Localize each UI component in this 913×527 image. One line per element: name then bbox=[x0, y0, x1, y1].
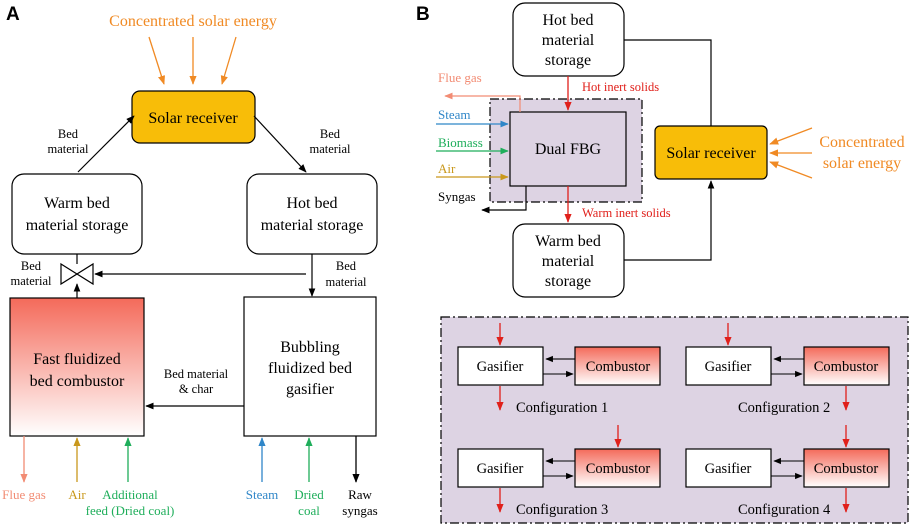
hot-storage-b-l1: Hot bed bbox=[542, 12, 593, 29]
syngas-b-label: Syngas bbox=[438, 189, 476, 204]
warm-storage-a-l2: material storage bbox=[26, 217, 129, 234]
arrow-syngas-b bbox=[481, 186, 527, 214]
configuration-1: Gasifier Combustor Configuration 1 bbox=[457, 323, 661, 416]
configuration-3: Gasifier Combustor Configuration 3 bbox=[457, 425, 661, 518]
arrow-receiver-to-hot bbox=[253, 115, 307, 173]
air-b-label: Air bbox=[438, 161, 456, 176]
gasifier-a: Bubbling fluidized bed gasifier bbox=[243, 296, 377, 437]
dried-coal-l2: coal bbox=[298, 503, 320, 518]
combustor-a: Fast fluidized bed combustor bbox=[9, 297, 145, 437]
config3-combustor-label: Combustor bbox=[586, 461, 651, 477]
config2-gasifier-label: Gasifier bbox=[705, 359, 752, 375]
raw-syngas-l1: Raw bbox=[348, 487, 372, 502]
config4-label: Configuration 4 bbox=[738, 502, 831, 518]
dual-fbg-label: Dual FBG bbox=[535, 141, 602, 158]
config4-gasifier-box bbox=[685, 448, 772, 488]
config3-label: Configuration 3 bbox=[516, 502, 608, 518]
biomass-label: Biomass bbox=[438, 135, 483, 150]
dual-fbg-box: Dual FBG bbox=[509, 111, 627, 187]
hot-inert-label: Hot inert solids bbox=[582, 80, 659, 94]
config3-gasifier-box bbox=[457, 448, 544, 488]
gasifier-a-l1: Bubbling bbox=[280, 339, 340, 356]
steam-b-label: Steam bbox=[438, 107, 471, 122]
solar-receiver-b-label: Solar receiver bbox=[666, 145, 756, 162]
configuration-4: Gasifier Combustor Configuration 4 bbox=[685, 425, 890, 518]
valve-icon bbox=[60, 262, 94, 286]
config4-combustor-box bbox=[803, 448, 890, 488]
solar-receiver-a-label: Solar receiver bbox=[148, 110, 238, 127]
solar-rays-b bbox=[769, 127, 813, 179]
solar-receiver-a: Solar receiver bbox=[131, 90, 256, 144]
config2-gasifier-box bbox=[685, 346, 772, 386]
config2-combustor-box bbox=[803, 346, 890, 386]
concentrated-solar-label-a: Concentrated solar energy bbox=[109, 13, 277, 30]
solar-receiver-b: Solar receiver bbox=[654, 125, 768, 180]
warm-storage-b: Warm bed material storage bbox=[512, 223, 625, 298]
steam-a-label: Steam bbox=[246, 487, 279, 502]
arrow-warm-to-receiver-b bbox=[624, 180, 715, 261]
hot-storage-b-l3: storage bbox=[545, 52, 591, 69]
bed-material-left-l2: material bbox=[48, 142, 89, 156]
bed-material-gasifier-l2: material bbox=[326, 275, 367, 289]
config4-gasifier-label: Gasifier bbox=[705, 461, 752, 477]
panel-a-letter: A bbox=[6, 4, 20, 25]
additional-feed-l1: Additional bbox=[102, 487, 158, 502]
additional-feed-l2: feed (Dried coal) bbox=[86, 503, 175, 518]
config2-label: Configuration 2 bbox=[738, 400, 830, 416]
flue-gas-a-label: Flue gas bbox=[2, 487, 46, 502]
hot-storage-a-l2: material storage bbox=[261, 217, 364, 234]
configuration-2: Gasifier Combustor Configuration 2 bbox=[685, 323, 890, 416]
warm-storage-b-l1: Warm bed bbox=[535, 233, 601, 250]
warm-storage-b-l2: material bbox=[542, 253, 595, 270]
config3-gasifier-label: Gasifier bbox=[477, 461, 524, 477]
hot-storage-b-l2: material bbox=[542, 32, 595, 49]
concentrated-solar-b-l1: Concentrated bbox=[819, 134, 904, 151]
config2-combustor-label: Combustor bbox=[814, 359, 879, 375]
bed-material-left-l1: Bed bbox=[58, 127, 79, 141]
dried-coal-l1: Dried bbox=[294, 487, 324, 502]
concentrated-solar-b-l2: solar energy bbox=[823, 155, 901, 172]
warm-storage-a: Warm bed material storage bbox=[11, 173, 143, 255]
config1-combustor-box bbox=[574, 346, 661, 386]
bed-material-gasifier-l1: Bed bbox=[336, 259, 357, 273]
bed-char-l2: & char bbox=[179, 382, 214, 396]
combustor-a-l1: Fast fluidized bbox=[33, 351, 121, 368]
gasifier-a-l3: gasifier bbox=[286, 381, 335, 398]
hot-storage-a: Hot bed material storage bbox=[246, 173, 378, 255]
arrow-warm-to-receiver bbox=[77, 115, 135, 173]
bed-material-valve-l2: material bbox=[11, 274, 52, 288]
config1-gasifier-label: Gasifier bbox=[477, 359, 524, 375]
flue-gas-b-label: Flue gas bbox=[438, 70, 482, 85]
hot-storage-b: Hot bed material storage bbox=[512, 2, 625, 77]
gasifier-a-l2: fluidized bed bbox=[268, 360, 352, 377]
combustor-a-l2: bed combustor bbox=[30, 373, 125, 390]
config1-label: Configuration 1 bbox=[516, 400, 608, 416]
config3-combustor-box bbox=[574, 448, 661, 488]
arrow-flue-gas-b bbox=[444, 92, 521, 112]
bed-material-right-l2: material bbox=[310, 142, 351, 156]
warm-storage-b-l3: storage bbox=[545, 273, 591, 290]
air-a-label: Air bbox=[68, 487, 86, 502]
solar-rays-a bbox=[148, 36, 237, 85]
hot-storage-a-l1: Hot bed bbox=[286, 195, 337, 212]
line-receiver-to-hot bbox=[624, 39, 712, 126]
warm-inert-label: Warm inert solids bbox=[582, 206, 671, 220]
bed-material-right-l1: Bed bbox=[320, 127, 341, 141]
raw-syngas-l2: syngas bbox=[342, 503, 377, 518]
config1-gasifier-box bbox=[457, 346, 544, 386]
config1-combustor-label: Combustor bbox=[586, 359, 651, 375]
config4-combustor-label: Combustor bbox=[814, 461, 879, 477]
bed-char-l1: Bed material bbox=[164, 367, 229, 381]
warm-storage-a-l1: Warm bed bbox=[44, 195, 110, 212]
panel-b-letter: B bbox=[416, 4, 430, 25]
bed-material-valve-l1: Bed bbox=[21, 259, 42, 273]
